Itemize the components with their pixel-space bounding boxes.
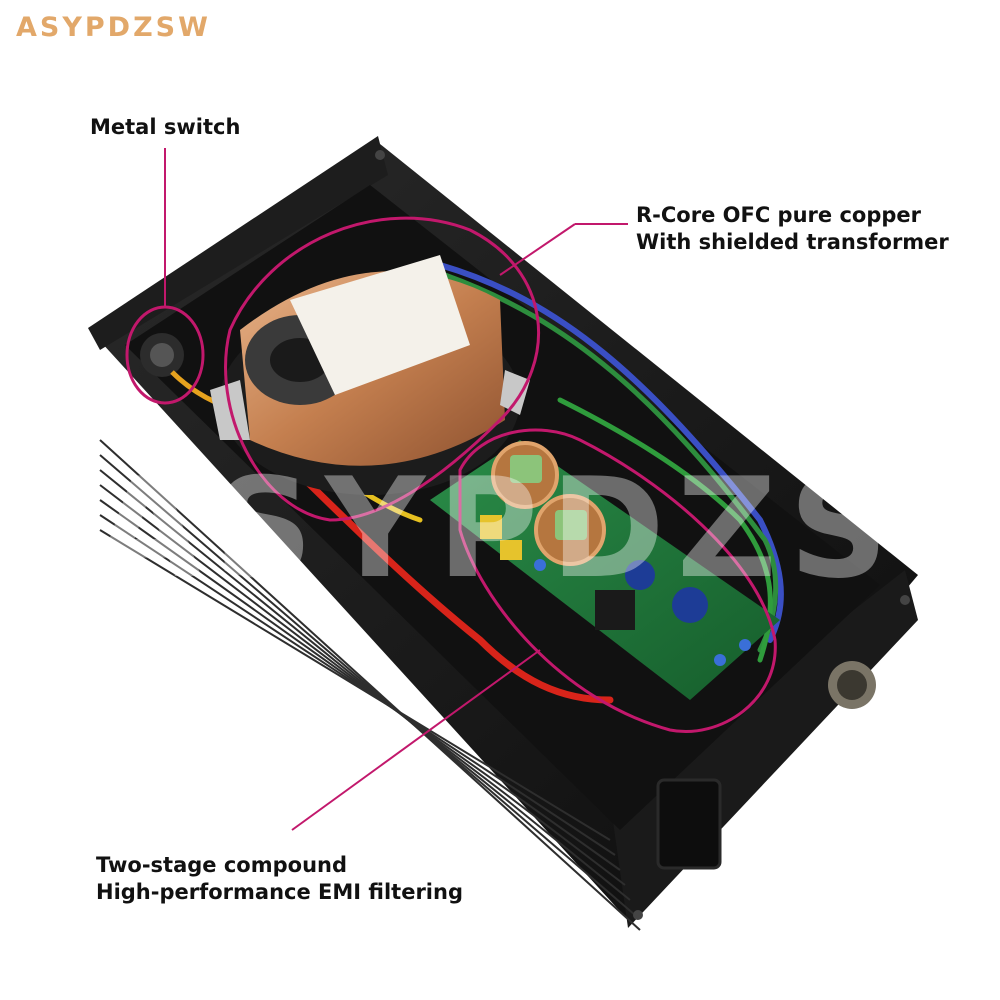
emi-leader (291, 649, 541, 831)
metal-switch-label-line1: Metal switch (90, 115, 241, 139)
iec-inlet (656, 778, 722, 870)
watermark: ASYPDZSW (95, 448, 1000, 609)
emi-filter-board (430, 440, 780, 700)
transformer-highlight (224, 216, 541, 522)
transformer-label-line1: R-Core OFC pure copper (636, 203, 921, 227)
emi-label-line2: High-performance EMI filtering (96, 880, 463, 904)
output-connector (828, 661, 876, 709)
transformer-leader-diagonal (499, 223, 576, 276)
metal-switch-label: Metal switch (90, 114, 240, 141)
brand-logo: ASYPDZSW (16, 12, 211, 43)
emi-label: Two-stage compound High-performance EMI … (96, 852, 463, 906)
emi-highlight (458, 428, 777, 733)
emi-label-line1: Two-stage compound (96, 853, 348, 877)
callout-leaders (164, 148, 628, 831)
transformer-label: R-Core OFC pure copper With shielded tra… (636, 202, 949, 256)
transformer-label-line2: With shielded transformer (636, 230, 949, 254)
